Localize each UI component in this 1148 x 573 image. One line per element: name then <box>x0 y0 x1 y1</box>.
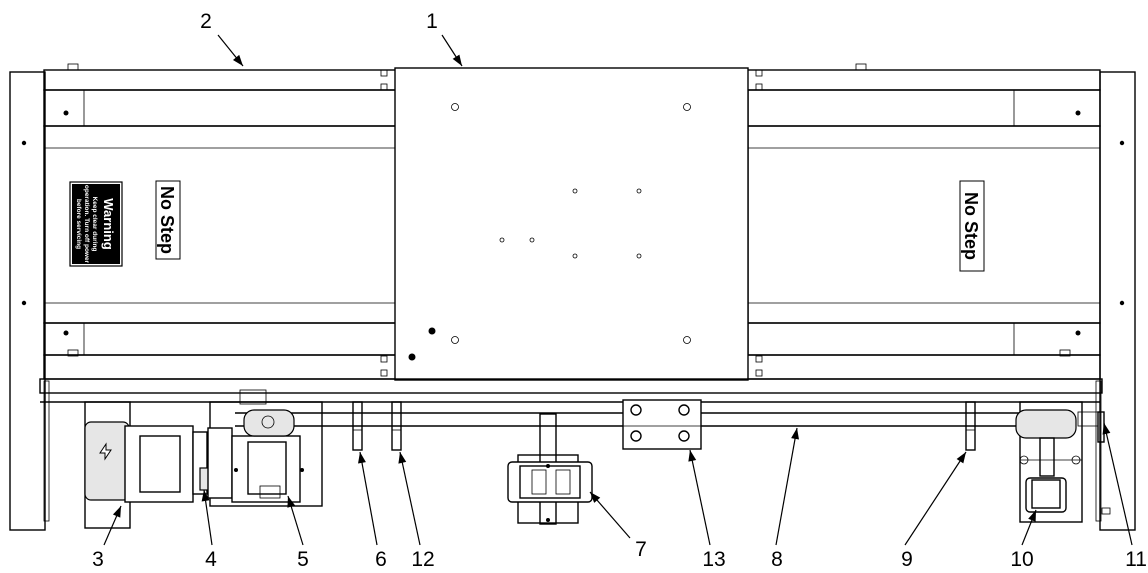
callout-12: 12 <box>411 548 434 571</box>
leader-c11 <box>1102 422 1133 546</box>
no-step-text-right: No Step <box>961 192 981 260</box>
leader-c2 <box>217 34 244 67</box>
right-belt <box>747 89 1101 356</box>
connector-assembly <box>507 413 593 525</box>
leader-c6 <box>358 451 378 546</box>
warning-label: Warning Keep clear during operation. Tur… <box>69 181 123 267</box>
leader-c10 <box>1021 509 1037 546</box>
left-belt <box>43 89 397 356</box>
no-step-label-left: No Step <box>155 180 181 260</box>
warning-title: Warning <box>101 198 116 250</box>
leader-c12 <box>398 451 421 546</box>
callout-13: 13 <box>702 548 725 571</box>
leader-c3 <box>103 505 122 546</box>
callout-3: 3 <box>92 548 104 571</box>
callout-8: 8 <box>771 548 783 571</box>
leader-c4 <box>201 489 213 546</box>
leader-c13 <box>688 449 711 546</box>
leader-c8 <box>775 427 799 546</box>
callout-6: 6 <box>375 548 387 571</box>
leader-c5 <box>287 495 304 546</box>
warning-line-2: operation. Turn off power <box>83 185 90 264</box>
warning-line-1: Keep clear during <box>91 197 98 252</box>
leader-c1 <box>441 34 463 67</box>
callout-numbers: 1 2 3 4 5 6 12 7 13 8 9 10 11 <box>92 10 1147 571</box>
callout-5: 5 <box>297 548 309 571</box>
callout-7: 7 <box>635 538 647 561</box>
motor-assembly <box>84 401 323 529</box>
center-plate <box>380 67 763 381</box>
callout-10: 10 <box>1010 548 1033 571</box>
no-step-label-right: No Step <box>959 180 985 272</box>
support-posts <box>352 401 976 451</box>
leader-lines <box>103 34 1133 546</box>
callout-9: 9 <box>901 548 913 571</box>
callout-1: 1 <box>426 10 438 33</box>
bearing-block <box>622 399 702 450</box>
leader-c9 <box>904 451 967 546</box>
leader-c7 <box>589 491 631 539</box>
callout-11: 11 <box>1125 548 1147 571</box>
no-step-text-left: No Step <box>157 186 177 254</box>
callout-2: 2 <box>200 10 212 33</box>
warning-line-3: before servicing <box>75 199 82 249</box>
right-drive <box>1015 401 1111 523</box>
callout-4: 4 <box>205 548 217 571</box>
